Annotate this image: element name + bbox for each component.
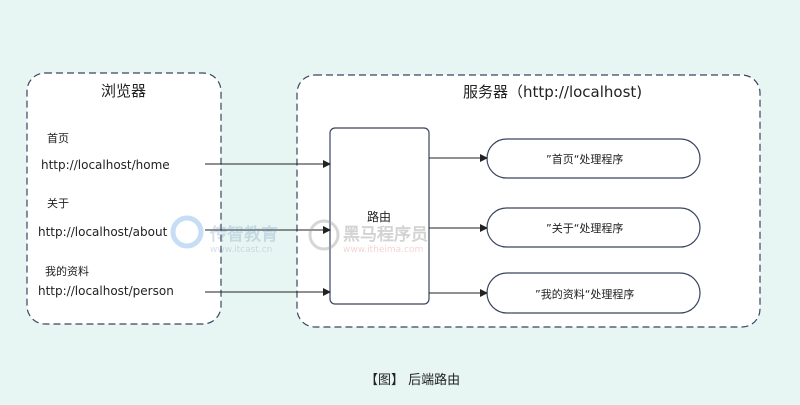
watermark-itcast: 传智教育 www.itcast.cn [210, 220, 278, 255]
link-url-person[interactable]: http://localhost/person [38, 284, 174, 298]
link-label-about: 关于 [47, 197, 69, 210]
watermark-url: www.itcast.cn [210, 245, 273, 255]
router-box [329, 127, 430, 305]
router-label: 路由 [367, 210, 392, 224]
figure-caption: 【图】 后端路由 [365, 373, 461, 388]
itcast-logo-icon [170, 215, 204, 249]
watermark-url: www.itheima.com [343, 245, 424, 255]
itheima-logo-icon [308, 219, 340, 251]
link-url-about[interactable]: http://localhost/about [38, 225, 168, 239]
handler-person-label: ”我的资料“处理程序 [535, 288, 635, 301]
link-label-person: 我的资料 [45, 265, 89, 278]
watermark-name: 传智教育 [210, 225, 278, 245]
handler-about-label: ”关于“处理程序 [546, 222, 624, 235]
link-label-home: 首页 [47, 132, 69, 145]
browser-box [26, 72, 222, 325]
watermark-name: 黑马程序员 [343, 225, 428, 245]
browser-title: 浏览器 [101, 82, 147, 100]
link-url-home[interactable]: http://localhost/home [41, 158, 170, 172]
handler-home-label: ”首页“处理程序 [546, 153, 624, 166]
watermark-itheima: 黑马程序员 www.itheima.com [343, 220, 428, 255]
server-title: 服务器（http://localhost) [463, 83, 643, 101]
